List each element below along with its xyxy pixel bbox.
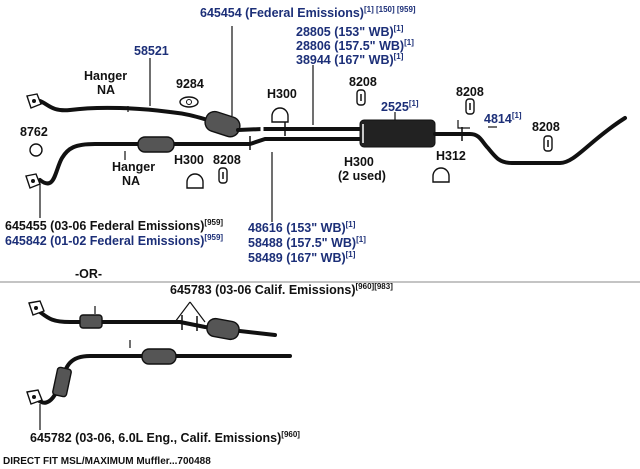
label-na-mid: NA	[122, 174, 140, 188]
label-58489: 58489 (167" WB)[1]	[248, 250, 356, 265]
tailpipe	[433, 116, 627, 165]
label-na-top: NA	[97, 83, 115, 97]
label-hanger-mid: Hanger	[112, 160, 155, 174]
converter-icon	[204, 110, 241, 138]
clamp-icon	[432, 167, 450, 183]
label-9284: 9284	[176, 77, 204, 91]
leader-line	[174, 301, 191, 323]
label-8208-c: 8208	[456, 85, 484, 99]
label-645455: 645455 (03-06 Federal Emissions)[959]	[5, 218, 223, 233]
hanger-icon	[465, 98, 475, 115]
clamp-icon	[186, 173, 204, 189]
converter-icon	[206, 317, 240, 341]
gasket-icon	[29, 143, 43, 157]
label-645454: 645454 (Federal Emissions)[1] [150] [959…	[200, 5, 416, 20]
label-645783: 645783 (03-06 Calif. Emissions)[960][983…	[170, 282, 393, 297]
label-58521: 58521	[134, 44, 169, 58]
calif-pipe-sleeve	[52, 366, 72, 398]
label-38944: 38944 (167" WB)[1]	[296, 52, 404, 67]
flange-icon	[26, 93, 42, 109]
flange-icon	[26, 389, 43, 405]
hanger-icon	[356, 89, 366, 106]
label-h300-a: H300	[267, 87, 297, 101]
flange-icon	[25, 173, 41, 189]
calif-upper-pipe	[38, 310, 277, 337]
leader-line	[457, 120, 470, 129]
label-or: -OR-	[75, 267, 102, 281]
label-58488: 58488 (157.5" WB)[1]	[248, 235, 366, 250]
muffler-icon	[359, 119, 436, 148]
flange-icon	[28, 300, 45, 316]
calif-pipe-sleeve	[79, 314, 103, 329]
upper-front-pipe	[38, 99, 217, 124]
label-8208-b: 8208	[213, 153, 241, 167]
label-8208-d: 8208	[532, 120, 560, 134]
upper-intermediate-pipe	[236, 127, 362, 132]
hanger-icon	[218, 167, 228, 184]
label-48616: 48616 (153" WB)[1]	[248, 220, 356, 235]
footer-note: DIRECT FIT MSL/MAXIMUM Muffler...700488	[3, 456, 211, 467]
label-28805: 28805 (153" WB)[1]	[296, 24, 404, 39]
lower-front-pipe	[38, 137, 362, 186]
label-4814: 4814[1]	[484, 111, 522, 126]
clamp-icon	[271, 107, 289, 123]
label-h300-b: H300	[174, 153, 204, 167]
label-h312: H312	[436, 149, 466, 163]
label-two-used: (2 used)	[338, 169, 386, 183]
label-2525: 2525[1]	[381, 99, 419, 114]
label-hanger-top: Hanger	[84, 69, 127, 83]
label-645782: 645782 (03-06, 6.0L Eng., Calif. Emissio…	[30, 430, 300, 445]
label-645842: 645842 (01-02 Federal Emissions)[959]	[5, 233, 223, 248]
leader-line	[189, 301, 206, 323]
converter-icon	[141, 348, 177, 365]
converter-icon	[137, 136, 175, 153]
gasket-icon	[179, 96, 199, 108]
label-8208-a: 8208	[349, 75, 377, 89]
label-8762: 8762	[20, 125, 48, 139]
label-h300-c: H300	[344, 155, 374, 169]
hanger-icon	[543, 135, 553, 152]
label-28806: 28806 (157.5" WB)[1]	[296, 38, 414, 53]
